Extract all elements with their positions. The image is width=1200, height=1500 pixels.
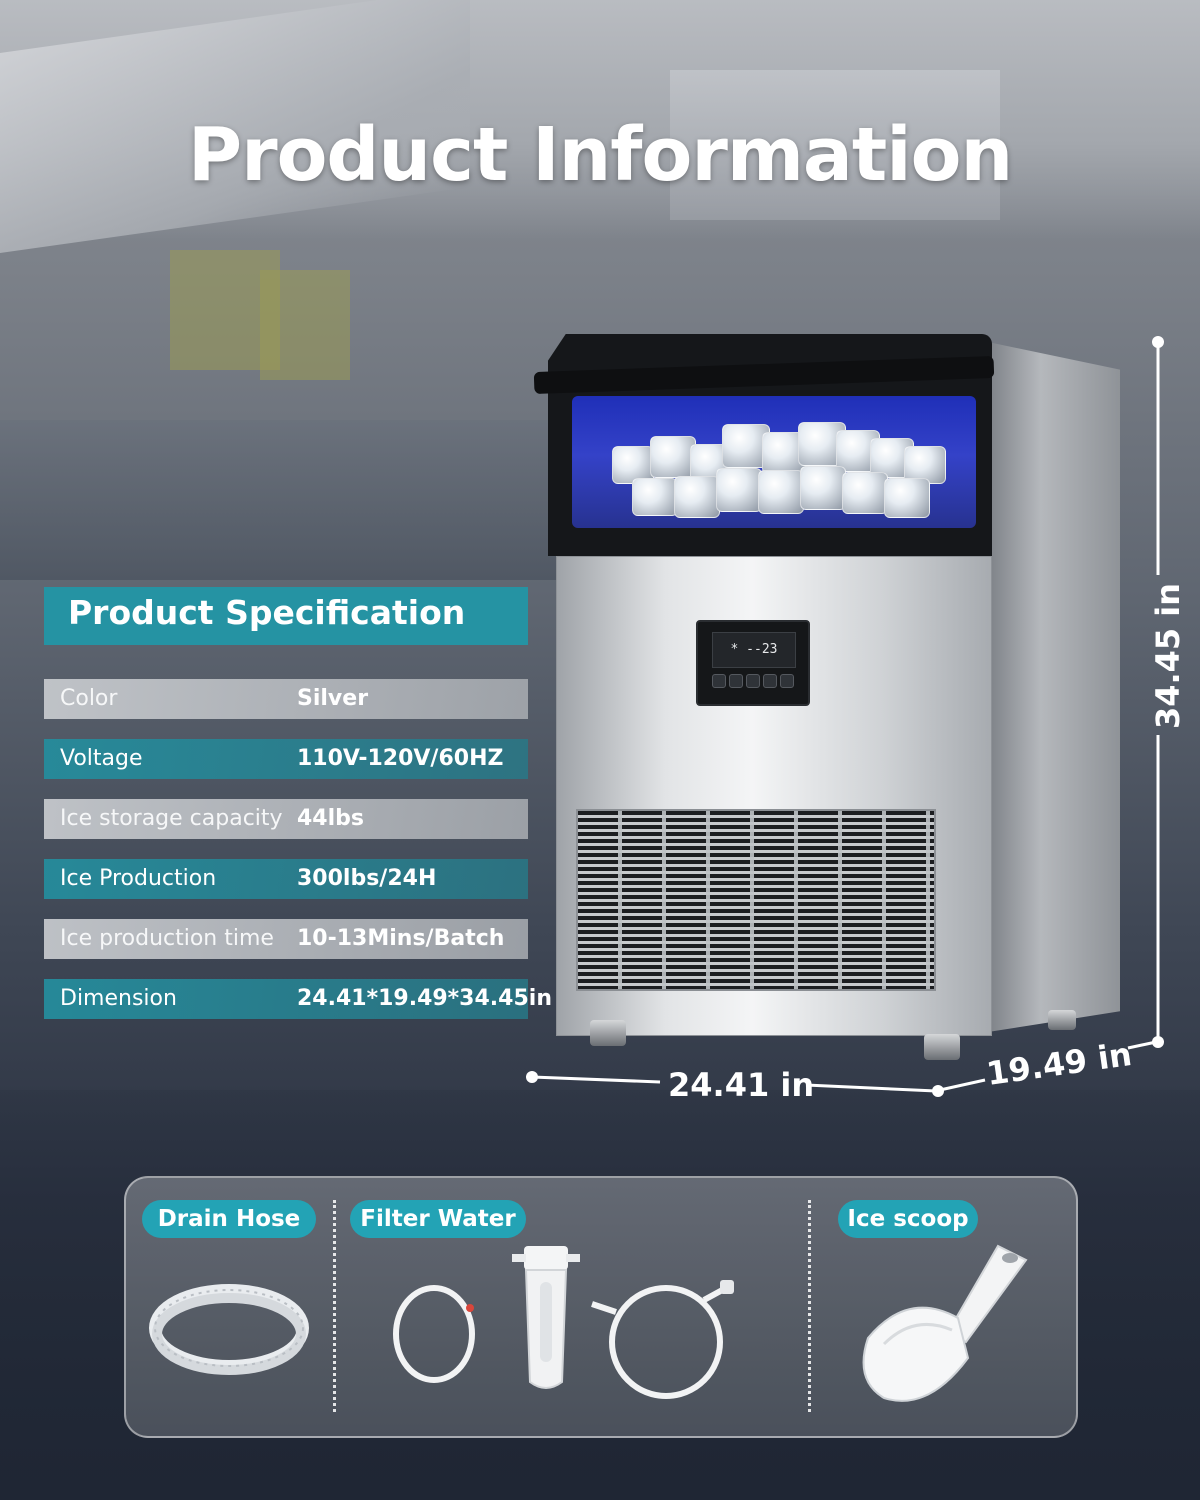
machine-display: * --23 bbox=[712, 632, 796, 668]
machine-control-panel: * --23 bbox=[696, 620, 810, 706]
panel-button-icon bbox=[763, 674, 777, 688]
width-dimension-label: 24.41 in bbox=[668, 1066, 815, 1104]
ice-scoop-icon bbox=[862, 1244, 1028, 1402]
accessory-label-ice-scoop: Ice scoop bbox=[838, 1200, 978, 1238]
spec-label: Voltage bbox=[60, 746, 143, 771]
spec-value: 24.41*19.49*34.45in bbox=[297, 986, 552, 1011]
machine-side-panel bbox=[988, 342, 1120, 1032]
machine-vent-grille bbox=[576, 809, 936, 991]
panel-button-icon bbox=[746, 674, 760, 688]
power-button-icon bbox=[712, 674, 726, 688]
accessory-divider bbox=[333, 1200, 336, 1412]
spec-label: Ice Production bbox=[60, 866, 217, 891]
dimension-endpoint bbox=[1152, 336, 1164, 348]
background-board bbox=[260, 270, 350, 380]
accessory-label-drain-hose: Drain Hose bbox=[142, 1200, 316, 1238]
spec-table-heading: Product Specification bbox=[68, 593, 466, 632]
panel-button-icon bbox=[729, 674, 743, 688]
background-counter bbox=[0, 420, 560, 580]
machine-foot bbox=[590, 1020, 626, 1046]
dimension-endpoint bbox=[526, 1071, 538, 1083]
spec-label: Ice production time bbox=[60, 926, 274, 951]
spec-value: 10-13Mins/Batch bbox=[297, 926, 505, 951]
drain-hose-icon bbox=[149, 1284, 309, 1375]
spec-value: Silver bbox=[297, 686, 369, 711]
dimension-endpoint bbox=[1152, 1036, 1164, 1048]
spec-value: 300lbs/24H bbox=[297, 866, 437, 891]
spec-row: Dimension 24.41*19.49*34.45in bbox=[44, 979, 552, 1019]
spec-value: 44lbs bbox=[297, 806, 364, 831]
ice-machine-image: * --23 bbox=[528, 334, 1138, 1060]
spec-row: Color Silver bbox=[44, 679, 528, 719]
spec-row: Voltage 110V-120V/60HZ bbox=[44, 739, 528, 779]
panel-button-icon bbox=[780, 674, 794, 688]
height-dimension-label: 34.45 in bbox=[1149, 582, 1188, 730]
spec-label: Ice storage capacity bbox=[60, 806, 283, 831]
background-hood-right bbox=[670, 70, 1000, 220]
accessory-divider bbox=[808, 1200, 811, 1412]
dimension-endpoint bbox=[932, 1085, 944, 1097]
accessory-label-filter-water: Filter Water bbox=[350, 1200, 526, 1238]
water-filter-icon bbox=[393, 1246, 734, 1399]
accessories-panel: Drain Hose Filter Water Ice scoop bbox=[124, 1176, 1078, 1438]
spec-row: Ice Production 300lbs/24H bbox=[44, 859, 528, 899]
machine-foot bbox=[1048, 1010, 1076, 1030]
spec-label: Color bbox=[60, 686, 118, 711]
spec-label: Dimension bbox=[60, 986, 177, 1011]
machine-ice-window bbox=[572, 396, 976, 528]
page-title: Product Information bbox=[187, 112, 1013, 198]
spec-value: 110V-120V/60HZ bbox=[297, 746, 504, 771]
spec-row: Ice production time 10-13Mins/Batch bbox=[44, 919, 528, 959]
machine-foot bbox=[924, 1034, 960, 1060]
spec-row: Ice storage capacity 44lbs bbox=[44, 799, 528, 839]
spec-table-header: Product Specification bbox=[44, 587, 528, 645]
